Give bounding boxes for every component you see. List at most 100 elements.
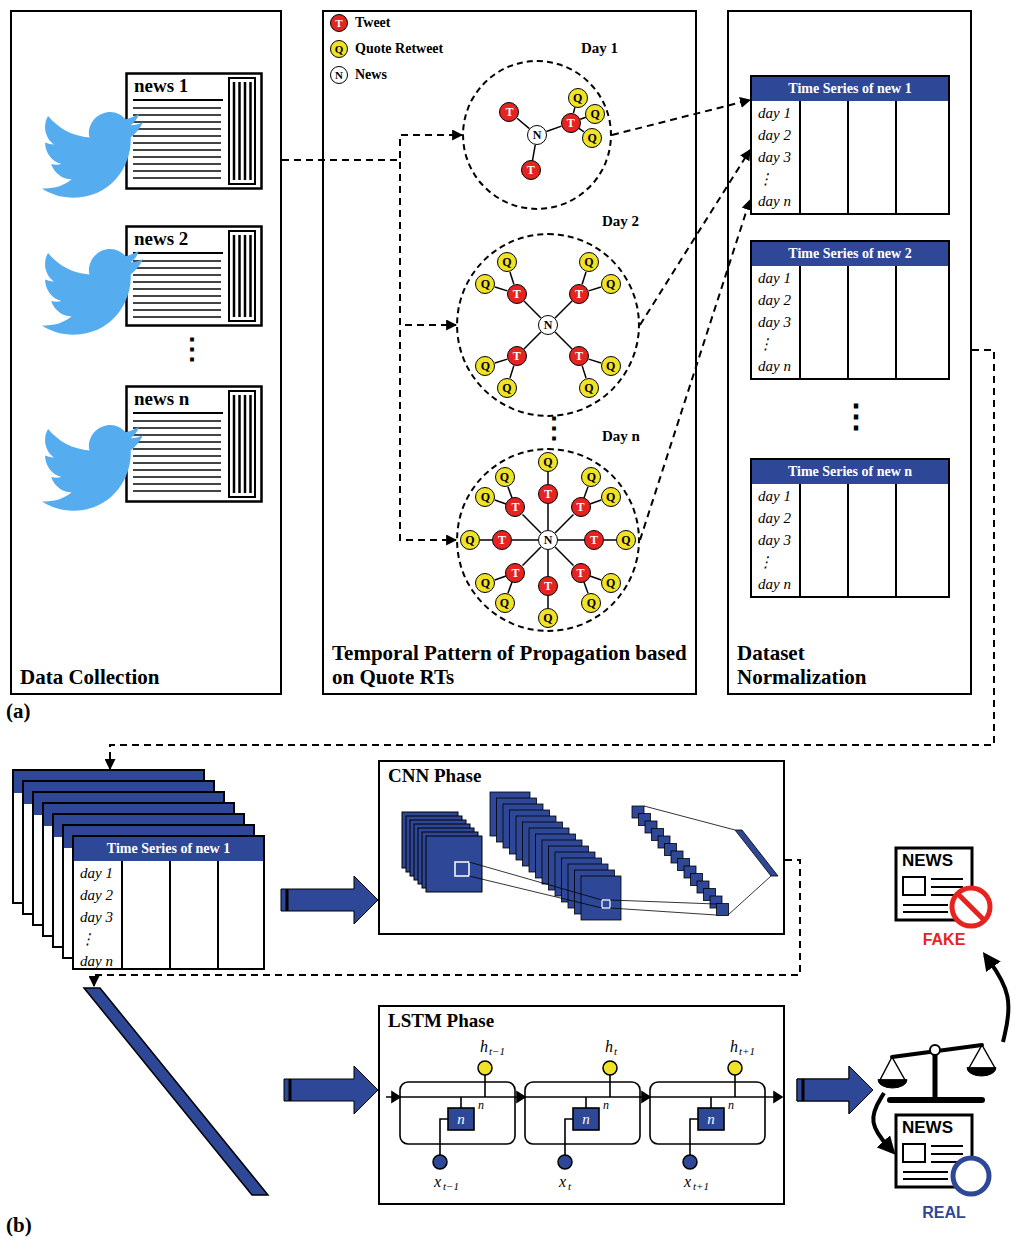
graph-link [548, 550, 549, 576]
graph-link [582, 366, 586, 378]
graph-link [584, 582, 588, 593]
table-grid [799, 266, 801, 378]
node-letter: T [513, 350, 521, 362]
lstm-symbol: h [605, 1038, 613, 1056]
node-letter: T [577, 567, 585, 579]
node-letter: Q [502, 256, 511, 268]
flow-arrow [110, 350, 994, 769]
graph-node: Q [460, 530, 480, 550]
twitter-bird [42, 425, 143, 511]
news-icon [903, 1178, 948, 1180]
balance-scale [878, 1080, 907, 1088]
graph-link [582, 272, 586, 284]
graph-link [508, 582, 512, 593]
graph-link [508, 487, 512, 498]
lstm-cells [728, 1061, 742, 1075]
table-grid [847, 101, 849, 213]
table-grid [847, 266, 849, 378]
ellipsis: ⋮ [178, 333, 206, 365]
newspaper-art [133, 420, 221, 422]
table-row-label: day n [758, 574, 791, 594]
flow-arrow [282, 160, 456, 540]
newspaper-art [133, 107, 221, 109]
node-letter: Q [481, 278, 490, 290]
graph-node: N [538, 315, 558, 335]
graph-node: T [584, 530, 604, 550]
newspaper-art [233, 235, 236, 317]
graph-node: Q [582, 128, 602, 148]
news-icon [931, 1153, 963, 1155]
table-grid [799, 484, 801, 596]
newspaper-art [133, 267, 221, 269]
phase-box: CNN Phase [378, 760, 785, 935]
node-letter: T [511, 501, 519, 513]
graph-link [495, 576, 506, 580]
graph-link [495, 359, 507, 363]
table-row-label: day 2 [80, 885, 113, 905]
lstm-symbol: t+1 [693, 1180, 709, 1193]
graph-link [558, 539, 584, 541]
newspaper-art [133, 462, 221, 464]
newspaper-art [133, 455, 221, 457]
day-label: Day n [602, 428, 640, 445]
graph-link [510, 366, 514, 378]
legend-row: Quote Retweet [330, 40, 490, 60]
lstm-symbol: h [730, 1038, 738, 1056]
table-grid [121, 861, 123, 968]
graph-link [532, 145, 535, 161]
flow-arrow [282, 135, 462, 160]
graph-node: Q [601, 356, 621, 376]
graph-node: Q [538, 608, 558, 628]
lstm-cells [448, 1108, 474, 1130]
newspaper-art [133, 476, 221, 478]
stage-panel: news 1news 2news nData Collection [10, 10, 282, 695]
legend-letter: T [330, 14, 348, 32]
graph-link [524, 301, 541, 318]
table-row-label: day 3 [758, 147, 791, 167]
node-letter: Q [543, 612, 552, 624]
twitter-bird [42, 112, 143, 198]
graph-node: Q [581, 593, 601, 613]
newspaper-art [233, 82, 236, 180]
day-label: Day 2 [602, 213, 639, 230]
newspaper-art [244, 395, 247, 493]
flow-arrow [110, 350, 994, 769]
cnn-layers [402, 792, 778, 920]
news-title: news 1 [134, 75, 188, 97]
node-letter: T [544, 488, 552, 500]
graph-node: Q [497, 378, 517, 398]
node-letter: Q [481, 491, 490, 503]
news-article: news 1 [125, 72, 263, 190]
node-letter: Q [606, 278, 615, 290]
table-row-label: ⋮ [80, 929, 95, 949]
lstm-cells [603, 1061, 617, 1075]
graph-link [523, 547, 541, 565]
graph-link [495, 500, 506, 504]
graph-node: T [505, 497, 525, 517]
node-letter: Q [481, 360, 490, 372]
graph-node: N [538, 530, 558, 550]
graph-link [532, 145, 535, 161]
graph-link [584, 487, 588, 498]
newspaper-art [127, 74, 262, 189]
node-letter: Q [606, 577, 615, 589]
node-letter: T [527, 164, 535, 176]
lstm-cells [650, 1082, 765, 1144]
graph-node: T [499, 102, 519, 122]
newspaper-art [133, 434, 221, 436]
graph-link [584, 487, 588, 498]
flow-arrow [282, 135, 462, 160]
graph-node: T [538, 576, 558, 596]
node-letter: T [505, 106, 513, 118]
newspaper-art [133, 490, 221, 492]
graph-link [558, 540, 584, 541]
graph-link [589, 287, 601, 291]
graph-link [555, 515, 573, 533]
graph-node: T [571, 563, 591, 583]
node-letter: Q [543, 456, 552, 468]
lstm-symbol: n [603, 1099, 609, 1113]
flow-arrow [284, 1066, 378, 1114]
graph-link [582, 272, 586, 284]
legend-text: Tweet [355, 14, 391, 32]
graph-node: Q [579, 378, 599, 398]
